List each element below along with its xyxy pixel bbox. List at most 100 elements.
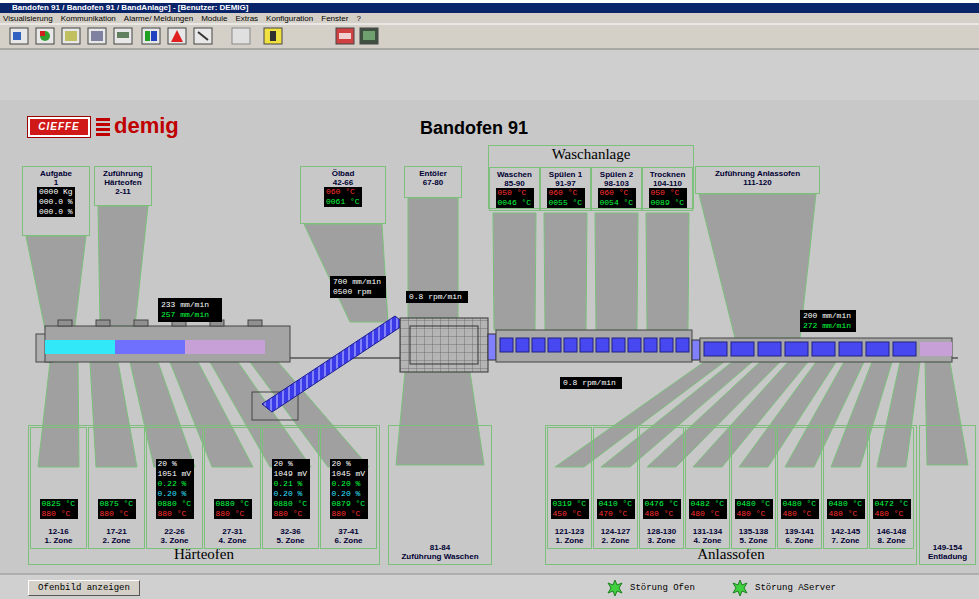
machine-shape [270, 31, 276, 41]
node-text: 0.20 % [272, 489, 310, 499]
machine-shape [134, 320, 148, 326]
machine-shape [96, 320, 110, 326]
node-text: Ofenbild anzeigen [38, 582, 130, 594]
machine-shape [45, 340, 115, 354]
node-text: 050 °C [649, 188, 687, 198]
node-text: Zuführung Anlassofen [715, 169, 800, 178]
zone-panel: 0825 °C880 °C12-161. Zone [30, 427, 87, 549]
node-text: 2. Zone [102, 536, 130, 545]
node-text: 060 °C [598, 188, 636, 198]
zone-panel: 20 %1045 mV0.20 %0.20 %0879 °C880 °C37-4… [320, 427, 377, 549]
node-text: 257 mm/min [161, 310, 209, 320]
node-text: Aufgabe [40, 169, 72, 178]
window-title: Bandofen 91 / Bandofen 91 / BandAnlage] … [12, 3, 248, 13]
node-text: 1. Zone [555, 536, 583, 545]
node-text: 880 °C [156, 509, 194, 519]
node-text: 149-154 [933, 543, 962, 552]
callout-panel: Spülen 298-103060 °C0054 °C [591, 167, 642, 211]
button: Ofenbild anzeigen [28, 580, 140, 596]
machine-shape [0, 574, 979, 575]
node-text: 450 °C [551, 509, 589, 519]
node-text: Waschanlage [552, 146, 631, 163]
node-text: 104-110 [653, 179, 682, 188]
machine-shape [145, 31, 150, 41]
zone-panel: 149-154Entladung [919, 425, 976, 565]
callout-funnel [544, 213, 587, 330]
machine-shape [812, 342, 835, 356]
node-text: 700 mm/min [333, 277, 381, 287]
machine-shape [758, 342, 781, 356]
callout-funnel [493, 213, 536, 330]
machine-shape [548, 338, 561, 352]
machine-shape [839, 342, 862, 356]
node-text: 1051 mV [156, 469, 194, 479]
logo: CIEFFE [28, 117, 90, 137]
machine-shape [410, 326, 478, 364]
callout-panel: Waschen85-90050 °C0046 °C [489, 167, 540, 211]
machine-shape [65, 31, 77, 41]
node-text: Waschen [497, 170, 532, 179]
machine-shape [516, 338, 529, 352]
machine-shape [40, 31, 45, 36]
node-text: 0.22 % [156, 479, 194, 489]
node-text: 0.20 % [330, 489, 368, 499]
machine-shape [866, 342, 889, 356]
node-text: 0.20 % [330, 479, 368, 489]
callout-funnel [90, 362, 137, 467]
node-text: 0879 °C [330, 499, 368, 509]
node-text: 480 °C [643, 509, 681, 519]
machine-shape [564, 338, 577, 352]
node-text: 135-138 [739, 527, 768, 536]
machine-shape [96, 133, 110, 136]
node-text: Trocknen [650, 170, 686, 179]
machine-shape [0, 13, 979, 50]
node-text: 060 °C [324, 187, 362, 197]
machine-shape [0, 0, 979, 3]
node-text: 0880 °C [272, 499, 310, 509]
machine-shape [198, 32, 208, 40]
node-text: 1 [54, 178, 58, 187]
node-text: 0500 rpm [333, 287, 371, 297]
node-text: 0480 °C [781, 499, 819, 509]
machine-shape [40, 31, 50, 41]
machine-shape [704, 342, 727, 356]
node-text: 3. Zone [647, 536, 675, 545]
node-text: 81-84 [430, 543, 450, 552]
machine-shape [785, 342, 808, 356]
logo: demig [114, 112, 190, 140]
machine-shape [339, 33, 351, 39]
machine-shape [692, 340, 700, 360]
node-text: 480 °C [827, 509, 865, 519]
machine-shape [0, 3, 979, 13]
zone-panel: 0480 °C480 °C139-1416. Zone [777, 427, 822, 549]
machine-shape [13, 32, 21, 40]
machine-shape [700, 338, 952, 362]
menu-item: Fenster [321, 14, 348, 24]
node-text: 8. Zone [877, 536, 905, 545]
node-text: 200 mm/min [803, 311, 851, 321]
node-text: 272 mm/min [803, 321, 851, 331]
machine-shape [733, 580, 747, 596]
node-text: 880 °C [98, 509, 136, 519]
zone-panel: 0410 °C470 °C124-1272. Zone [593, 427, 638, 549]
machine-shape [731, 342, 754, 356]
node-text: 0476 °C [643, 499, 681, 509]
node-text: demig [114, 114, 179, 138]
machine-shape [232, 28, 250, 44]
node-text: 67-80 [423, 178, 443, 187]
node-text: 0472 °C [873, 499, 911, 509]
node-text: 2. Zone [601, 536, 629, 545]
node-text: 0089 °C [649, 198, 687, 208]
node-text: 0880 °C [156, 499, 194, 509]
menu-item: Extras [235, 14, 258, 24]
node-text: 131-134 [693, 527, 722, 536]
machine-shape [893, 342, 916, 356]
node-text: 0054 °C [598, 198, 636, 208]
machine-shape [500, 338, 689, 352]
node-text: 1. Zone [44, 536, 72, 545]
callout-funnel [98, 206, 148, 326]
machine-shape [36, 28, 54, 44]
menu-item: Kommunikation [61, 14, 116, 24]
machine-shape [10, 28, 28, 44]
machine-shape [920, 342, 952, 356]
